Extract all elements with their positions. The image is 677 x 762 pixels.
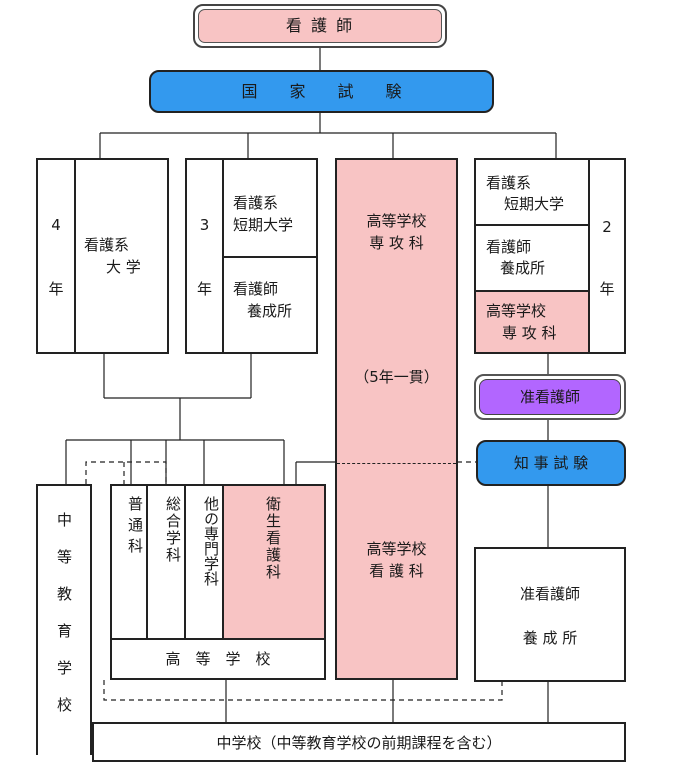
years-num: 3 xyxy=(199,216,210,234)
years-unit: 年 xyxy=(599,280,615,298)
divider xyxy=(476,224,588,226)
secondary-school-label: 中等教育学校 xyxy=(55,512,73,734)
eisei-cell: 衛生看護科 xyxy=(224,486,324,638)
junior-high-box: 中学校（中等教育学校の前期課程を含む） xyxy=(92,722,626,762)
kangoka-line1: 高等学校 xyxy=(366,540,427,558)
jun-kangoshi-label: 准看護師 xyxy=(519,388,580,406)
five-year-integrated-box: 高等学校 専 攻 科 （5年一貫） 高等学校 看 護 科 xyxy=(335,158,458,680)
secondary-school-box: 中等教育学校 xyxy=(36,484,92,755)
kangoshi-box: 看 護 師 xyxy=(193,4,447,48)
junior-college-line2: 短期大学 xyxy=(233,216,294,234)
junior-college-line1: 看護系 xyxy=(233,194,279,212)
sogo-label: 総合学科 xyxy=(164,496,182,564)
kokka-shiken-box: 国 家 試 験 xyxy=(149,70,494,113)
training-school-line1: 看護師 xyxy=(233,280,279,298)
school-line2: 養 成 所 xyxy=(522,629,578,647)
dashed-divider xyxy=(337,463,456,464)
chiji-shiken-box: 知 事 試 験 xyxy=(476,440,626,486)
jun-kangoshi-box: 准看護師 xyxy=(474,374,626,420)
two-year-box: 2 年 看護系 短期大学 看護師 養成所 高等学校 専 攻 科 xyxy=(474,158,626,354)
kangoka-line2: 看 護 科 xyxy=(369,562,424,580)
university-4yr-box: 4 年 看護系 大 学 xyxy=(36,158,169,354)
senkoka-cell xyxy=(476,290,588,352)
sonota-label: 他の専門学科 xyxy=(202,496,220,586)
sonota-cell: 他の専門学科 xyxy=(186,486,224,638)
senkoka-line1: 高等学校 xyxy=(486,302,547,320)
university-label-line2: 大 学 xyxy=(106,258,141,276)
divider xyxy=(224,256,316,258)
years-unit: 年 xyxy=(196,280,212,298)
sogo-cell: 総合学科 xyxy=(148,486,186,638)
junior-college-line1: 看護系 xyxy=(486,174,532,192)
jun-kangoshi-school-box: 准看護師 養 成 所 xyxy=(474,547,626,682)
futsu-cell: 普通科 xyxy=(112,486,148,638)
years-num: 2 xyxy=(602,218,612,236)
junior-high-label: 中学校（中等教育学校の前期課程を含む） xyxy=(216,734,502,752)
senkoka-line1: 高等学校 xyxy=(366,212,427,230)
junior-college-line2: 短期大学 xyxy=(504,195,565,213)
senkoka-line2: 専 攻 科 xyxy=(369,234,424,252)
school-line1: 准看護師 xyxy=(519,585,580,603)
chiji-shiken-label: 知 事 試 験 xyxy=(513,454,589,472)
senkoka-line2: 専 攻 科 xyxy=(502,324,557,342)
three-year-box: 3 年 看護系 短期大学 看護師 養成所 xyxy=(185,158,318,354)
years-cell: 4 年 xyxy=(38,160,76,352)
kokka-shiken-label: 国 家 試 験 xyxy=(241,81,402,101)
training-school-line2: 養成所 xyxy=(500,259,546,277)
futsu-label: 普通科 xyxy=(126,496,144,559)
eisei-label: 衛生看護科 xyxy=(264,496,282,581)
training-school-line2: 養成所 xyxy=(247,302,293,320)
years-unit: 年 xyxy=(48,280,64,298)
training-school-line1: 看護師 xyxy=(486,238,532,256)
high-school-box: 普通科 総合学科 他の専門学科 衛生看護科 高 等 学 校 xyxy=(110,484,326,680)
five-year-label: （5年一貫） xyxy=(354,368,439,386)
years-cell: 3 年 xyxy=(187,160,224,352)
high-school-label: 高 等 学 校 xyxy=(112,638,324,678)
years-num: 4 xyxy=(51,216,61,234)
university-label-line1: 看護系 xyxy=(84,236,130,254)
kangoshi-label: 看 護 師 xyxy=(285,16,355,35)
years-cell: 2 年 xyxy=(588,160,624,352)
